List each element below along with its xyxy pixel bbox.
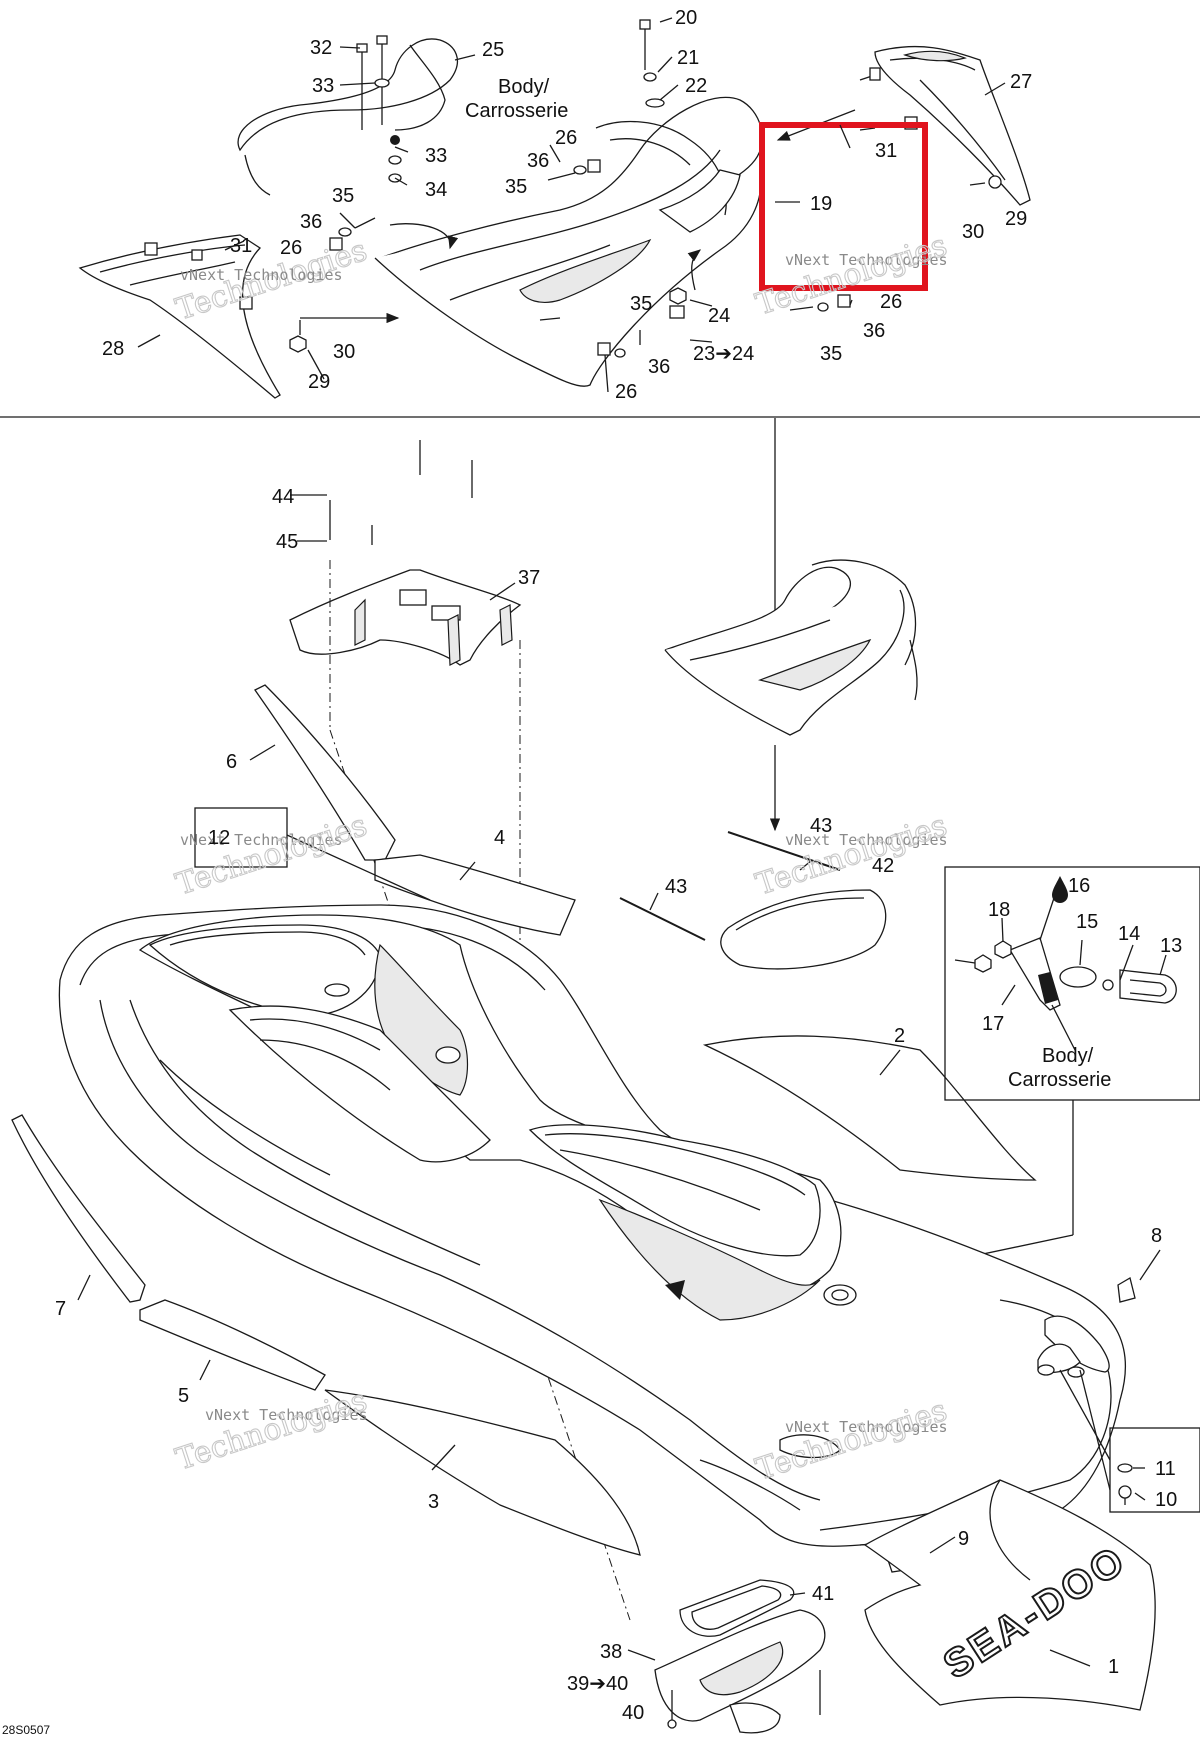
callout-7: 7 bbox=[55, 1298, 66, 1320]
svg-text:vNext Technologies: vNext Technologies bbox=[785, 251, 948, 269]
decal-3 bbox=[324, 1389, 641, 1556]
seal-43a bbox=[727, 831, 841, 871]
seal-42 bbox=[720, 889, 887, 970]
callout-34: 34 bbox=[425, 179, 447, 201]
diagram-code: 28S0507 bbox=[2, 1723, 50, 1737]
svg-text:Technologies: Technologies bbox=[752, 228, 952, 323]
callout-40: 40 bbox=[622, 1702, 644, 1724]
svg-text:vNext Technologies: vNext Technologies bbox=[785, 1418, 948, 1436]
callout-26b: 26 bbox=[280, 237, 302, 259]
callout-25: 25 bbox=[482, 39, 504, 61]
callout-36a: 36 bbox=[527, 150, 549, 172]
callout-31b: 31 bbox=[875, 140, 897, 162]
svg-text:Technologies: Technologies bbox=[172, 808, 372, 903]
callout-17: 17 bbox=[982, 1013, 1004, 1035]
callout-15: 15 bbox=[1076, 911, 1098, 933]
callout-19: 19 bbox=[810, 193, 832, 215]
callout-36c: 36 bbox=[648, 356, 670, 378]
callout-42: 42 bbox=[872, 855, 894, 877]
callout-30b: 30 bbox=[962, 221, 984, 243]
hull-body bbox=[58, 904, 1127, 1547]
callout-18: 18 bbox=[988, 899, 1010, 921]
drop-icon bbox=[1052, 876, 1068, 903]
svg-text:vNext Technologies: vNext Technologies bbox=[785, 831, 948, 849]
decal-1 bbox=[863, 1479, 1156, 1711]
svg-text:vNext Technologies: vNext Technologies bbox=[180, 831, 343, 849]
callout-30a: 30 bbox=[333, 341, 355, 363]
rear-body-copy bbox=[664, 559, 918, 736]
leader-lines bbox=[77, 17, 1167, 1667]
callout-16: 16 bbox=[1068, 875, 1090, 897]
decal-2 bbox=[702, 1035, 1037, 1181]
inset-box-13-18 bbox=[944, 866, 1200, 1101]
seal-43b bbox=[619, 897, 706, 941]
gasket-41 bbox=[679, 1579, 795, 1637]
callout-26c: 26 bbox=[615, 381, 637, 403]
callout-23-24: 23➔24 bbox=[693, 343, 754, 365]
body-label-inset-1: Body/ bbox=[1042, 1045, 1094, 1067]
decal-8 bbox=[1117, 1277, 1136, 1303]
callout-26a: 26 bbox=[555, 127, 577, 149]
callout-32: 32 bbox=[310, 37, 332, 59]
callout-33a: 33 bbox=[312, 75, 334, 97]
rear-body-assembly bbox=[78, 19, 1031, 399]
inset-box-10-11 bbox=[1109, 1427, 1200, 1513]
body-label-inset-2: Carrosserie bbox=[1008, 1069, 1111, 1091]
callout-35a: 35 bbox=[505, 176, 527, 198]
callout-1: 1 bbox=[1108, 1656, 1119, 1678]
callout-11: 11 bbox=[1155, 1458, 1176, 1480]
callout-22: 22 bbox=[685, 75, 707, 97]
callout-10: 10 bbox=[1155, 1489, 1177, 1511]
decal-7 bbox=[11, 1114, 146, 1303]
callout-29a: 29 bbox=[308, 371, 330, 393]
svg-text:Technologies: Technologies bbox=[752, 808, 952, 903]
callout-39-40: 39➔40 bbox=[567, 1673, 628, 1695]
callout-26d: 26 bbox=[880, 291, 902, 313]
callout-43a: 43 bbox=[810, 815, 832, 837]
callout-35c: 35 bbox=[630, 293, 652, 315]
fastener-group-top bbox=[144, 19, 1002, 358]
callout-5: 5 bbox=[178, 1385, 189, 1407]
callout-27: 27 bbox=[1010, 71, 1032, 93]
callout-2: 2 bbox=[894, 1025, 905, 1047]
callout-13: 13 bbox=[1160, 935, 1182, 957]
callout-24: 24 bbox=[708, 305, 730, 327]
callout-35d: 35 bbox=[820, 343, 842, 365]
callout-45: 45 bbox=[276, 531, 298, 553]
callout-20: 20 bbox=[675, 7, 697, 29]
highlight-box bbox=[759, 122, 928, 291]
svg-text:vNext Technologies: vNext Technologies bbox=[205, 1406, 368, 1424]
body-label-top-1: Body/ bbox=[498, 76, 550, 98]
callout-12: 12 bbox=[208, 827, 230, 849]
callout-28: 28 bbox=[102, 338, 124, 360]
part-37-plate bbox=[289, 440, 522, 666]
callout-37: 37 bbox=[518, 567, 540, 589]
callout-41: 41 bbox=[812, 1583, 834, 1605]
callout-21: 21 bbox=[677, 47, 699, 69]
decal-6 bbox=[254, 684, 396, 861]
svg-text:vNext Technologies: vNext Technologies bbox=[180, 266, 343, 284]
body-label-top-2: Carrosserie bbox=[465, 100, 568, 122]
callout-3: 3 bbox=[428, 1491, 439, 1513]
svg-text:Technologies: Technologies bbox=[172, 1383, 372, 1478]
callout-8: 8 bbox=[1151, 1225, 1162, 1247]
decal-5 bbox=[139, 1299, 326, 1391]
callout-6: 6 bbox=[226, 751, 237, 773]
callout-33b: 33 bbox=[425, 145, 447, 167]
callout-9: 9 bbox=[958, 1528, 969, 1550]
callout-43b: 43 bbox=[665, 876, 687, 898]
callout-36b: 36 bbox=[300, 211, 322, 233]
callout-14: 14 bbox=[1118, 923, 1140, 945]
callout-44: 44 bbox=[272, 486, 294, 508]
callout-4: 4 bbox=[494, 827, 505, 849]
callout-38: 38 bbox=[600, 1641, 622, 1663]
inset-box-12 bbox=[194, 807, 288, 868]
callouts: 20 21 22 32 25 33 33 34 26 36 35 35 36 2… bbox=[55, 7, 1182, 1724]
callout-31a: 31 bbox=[230, 235, 252, 257]
callout-29b: 29 bbox=[1005, 208, 1027, 230]
callout-35b: 35 bbox=[332, 185, 354, 207]
callout-36d: 36 bbox=[863, 320, 885, 342]
